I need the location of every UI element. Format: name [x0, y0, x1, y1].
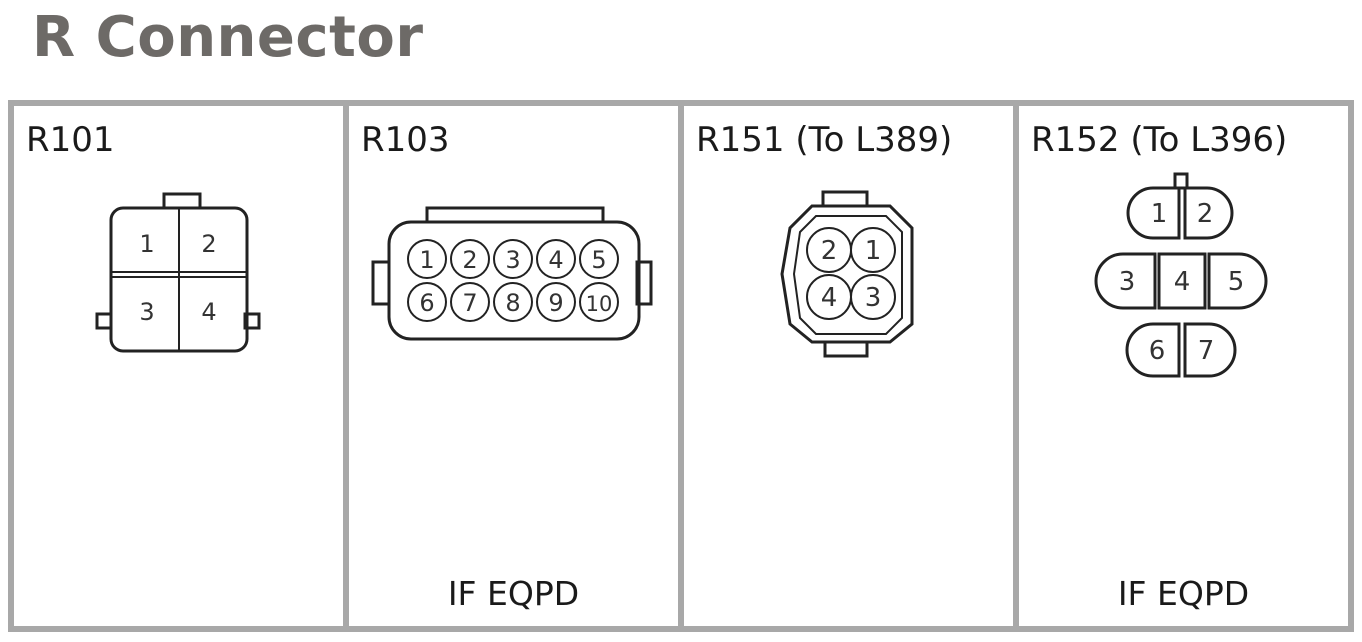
pin-cavity — [1094, 252, 1157, 310]
latch-tab — [162, 192, 202, 210]
pin-label: 1 — [139, 230, 154, 258]
pin-cavity — [493, 239, 533, 279]
side-tab-left — [371, 260, 391, 306]
pin-cavity — [407, 282, 447, 322]
connector-label: R151 (To L389) — [696, 120, 953, 160]
connector-housing — [780, 204, 914, 344]
connector-panel-r101: R101 1 2 3 4 — [14, 106, 343, 626]
pin-label: 4 — [821, 283, 838, 313]
side-tab-right — [635, 260, 653, 306]
pin-cavity — [850, 227, 896, 273]
pin-label: 4 — [1174, 267, 1191, 297]
pin-cavity — [536, 282, 576, 322]
pin-label: 3 — [1119, 267, 1136, 297]
connector-label: R152 (To L396) — [1031, 120, 1288, 160]
connector-panel-r151: R151 (To L389) 2 1 4 3 — [684, 106, 1013, 626]
pin-label: 10 — [586, 292, 613, 316]
pin-label: 5 — [1228, 267, 1245, 297]
side-tab-right — [243, 312, 261, 330]
pin-label: 2 — [462, 246, 477, 274]
pin-label: 4 — [548, 246, 563, 274]
page-title: R Connector — [32, 5, 424, 70]
pin-label: 2 — [201, 230, 216, 258]
pin-label: 1 — [419, 246, 434, 274]
pin-cavity — [493, 282, 533, 322]
latch-tab-top — [821, 190, 869, 208]
latch-tab — [425, 206, 605, 224]
pin-cavity — [850, 274, 896, 320]
connector-label: R101 — [26, 120, 115, 160]
side-tab-left — [95, 312, 113, 330]
pin-label: 7 — [1198, 336, 1215, 366]
pin-label: 9 — [548, 289, 563, 317]
pin-label: 4 — [201, 298, 216, 326]
pin-cavity — [536, 239, 576, 279]
connector-panel-r103: R103 1 2 3 4 — [349, 106, 678, 626]
pin-label: 7 — [462, 289, 477, 317]
pin-label: 3 — [865, 283, 882, 313]
pin-label: 2 — [821, 236, 838, 266]
connector-grid: R101 1 2 3 4 R103 — [8, 100, 1354, 632]
pin-label: 2 — [1197, 199, 1214, 229]
pin-label: 8 — [505, 289, 520, 317]
pin-cavity — [407, 239, 447, 279]
pin-cavity — [1126, 186, 1181, 240]
pin-cavity — [1183, 186, 1234, 240]
pin-label: 6 — [1149, 336, 1166, 366]
connector-label: R103 — [361, 120, 450, 160]
pin-cavity — [579, 282, 619, 322]
connector-r101-diagram: 1 2 3 4 — [95, 192, 261, 353]
pin-cavity — [450, 282, 490, 322]
pin-cavity — [450, 239, 490, 279]
pin-cavity — [1207, 252, 1268, 310]
pin-cavity — [1183, 322, 1237, 378]
connector-r152-diagram: 1 2 3 4 5 6 7 — [1094, 172, 1268, 378]
pin-cavity — [1125, 322, 1181, 378]
connector-inner-wall — [792, 215, 903, 335]
panel-note: IF EQPD — [1117, 574, 1250, 613]
pin-label: 1 — [865, 236, 882, 266]
pin-cavity — [579, 239, 619, 279]
latch-tab-bottom — [823, 340, 869, 358]
pin-label: 5 — [591, 246, 606, 274]
pin-cavity — [1157, 252, 1207, 310]
connector-r151-diagram: 2 1 4 3 — [780, 190, 914, 358]
pin-label: 1 — [1151, 199, 1168, 229]
connector-r103-diagram: 1 2 3 4 5 6 7 8 9 10 — [371, 206, 653, 341]
panel-note: IF EQPD — [447, 574, 580, 613]
pin-label: 3 — [505, 246, 520, 274]
pin-label: 6 — [419, 289, 434, 317]
connector-panel-r152: R152 (To L396) 1 2 3 4 5 6 7 IF EQPD — [1019, 106, 1348, 626]
connector-housing — [387, 220, 641, 341]
latch-tab — [1173, 172, 1189, 190]
pin-label: 3 — [139, 298, 154, 326]
